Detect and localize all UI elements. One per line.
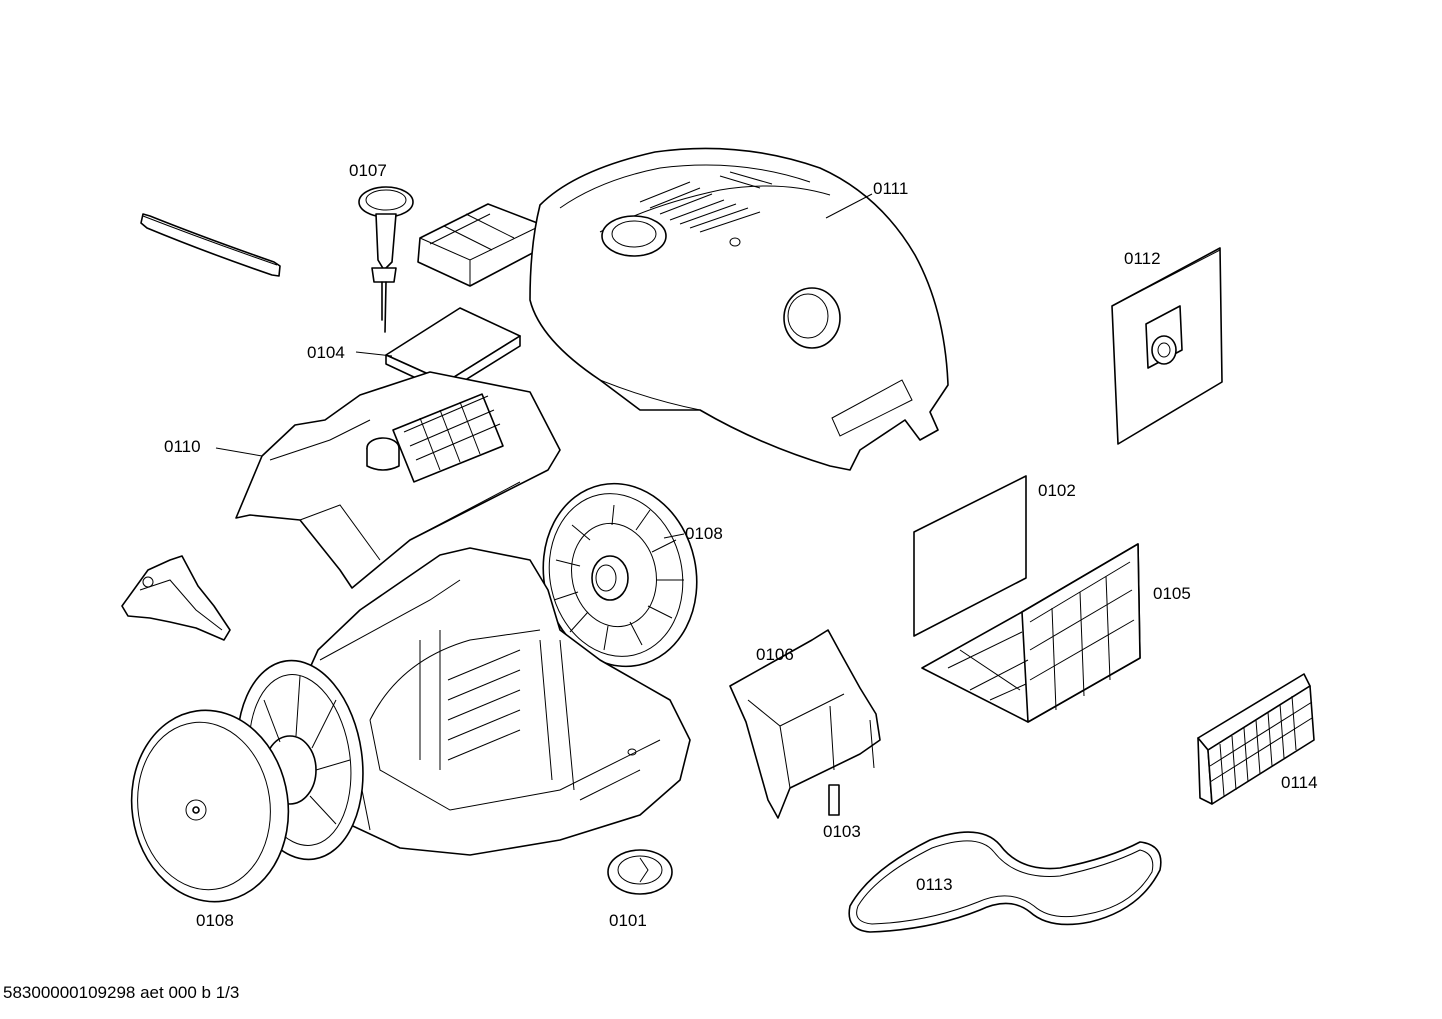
document-code: 58300000109298 aet 000 b 1/3 (3, 983, 239, 1002)
label-0101: 0101 (609, 911, 647, 930)
part-main-body (299, 547, 691, 856)
part-0113-seal-ring (848, 831, 1162, 933)
label-0114: 0114 (1281, 773, 1318, 792)
label-0106: 0106 (756, 645, 794, 664)
label-0107: 0107 (349, 161, 387, 180)
label-0111: 0111 (873, 179, 908, 198)
part-0106-holder-frame (729, 629, 881, 819)
label-0104: 0104 (307, 343, 345, 362)
part-0108-wheel-left (130, 709, 290, 903)
label-0108-left: 0108 (196, 911, 234, 930)
label-0113: 0113 (916, 875, 953, 894)
part-0111-top-cover (529, 147, 949, 471)
part-0102-sheet-filter (913, 475, 1027, 637)
part-0101-ring-cap (607, 849, 673, 895)
part-strip (140, 213, 281, 277)
part-0112-dust-bag (1111, 247, 1223, 445)
label-0110: 0110 (164, 437, 201, 456)
label-0105: 0105 (1153, 584, 1191, 603)
part-0105-grid-frame (921, 543, 1141, 723)
part-filter-tray (417, 203, 543, 287)
label-0108-right: 0108 (685, 524, 723, 543)
label-0112: 0112 (1124, 249, 1161, 268)
part-0110-filter-housing (215, 371, 561, 589)
part-0103-small-tab (828, 784, 840, 816)
part-0107-knob (358, 186, 414, 333)
part-0114-cartridge-filter (1197, 673, 1315, 805)
part-bracket (121, 555, 231, 641)
label-0103: 0103 (823, 822, 861, 841)
label-0102: 0102 (1038, 481, 1076, 500)
